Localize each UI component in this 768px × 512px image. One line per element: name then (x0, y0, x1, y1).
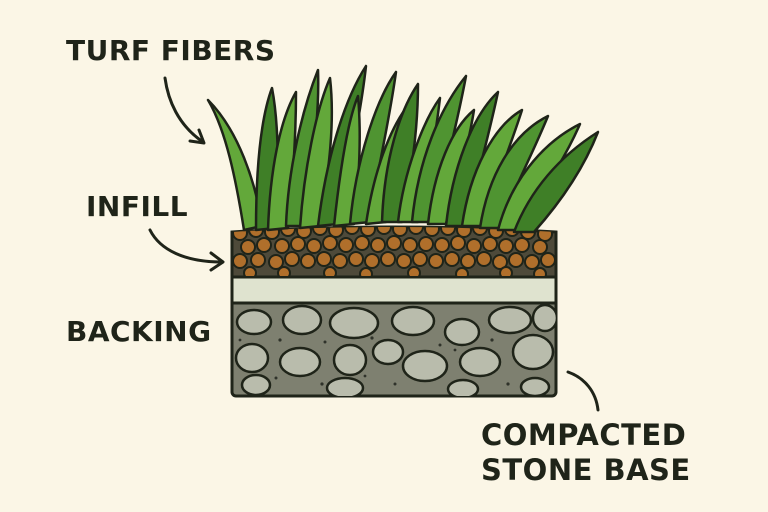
infill-label: INFILL (86, 190, 189, 223)
backing-layer (230, 275, 558, 305)
stone-base-arrow (566, 370, 600, 412)
turf-fibers-label: TURF FIBERS (66, 34, 276, 67)
turf-fibers (206, 64, 600, 234)
infill-arrow (148, 228, 224, 264)
compacted-stone-base-label-line2: STONE BASE (481, 453, 691, 488)
stone-base-layer (230, 298, 558, 398)
turf-fibers-arrow (163, 76, 205, 144)
infill-arrowhead (209, 251, 225, 272)
compacted-stone-base-label: COMPACTED STONE BASE (481, 418, 691, 489)
compacted-stone-base-label-line1: COMPACTED (481, 418, 687, 452)
turf-fibers-arrowhead (188, 128, 206, 145)
backing-label: BACKING (66, 315, 212, 348)
